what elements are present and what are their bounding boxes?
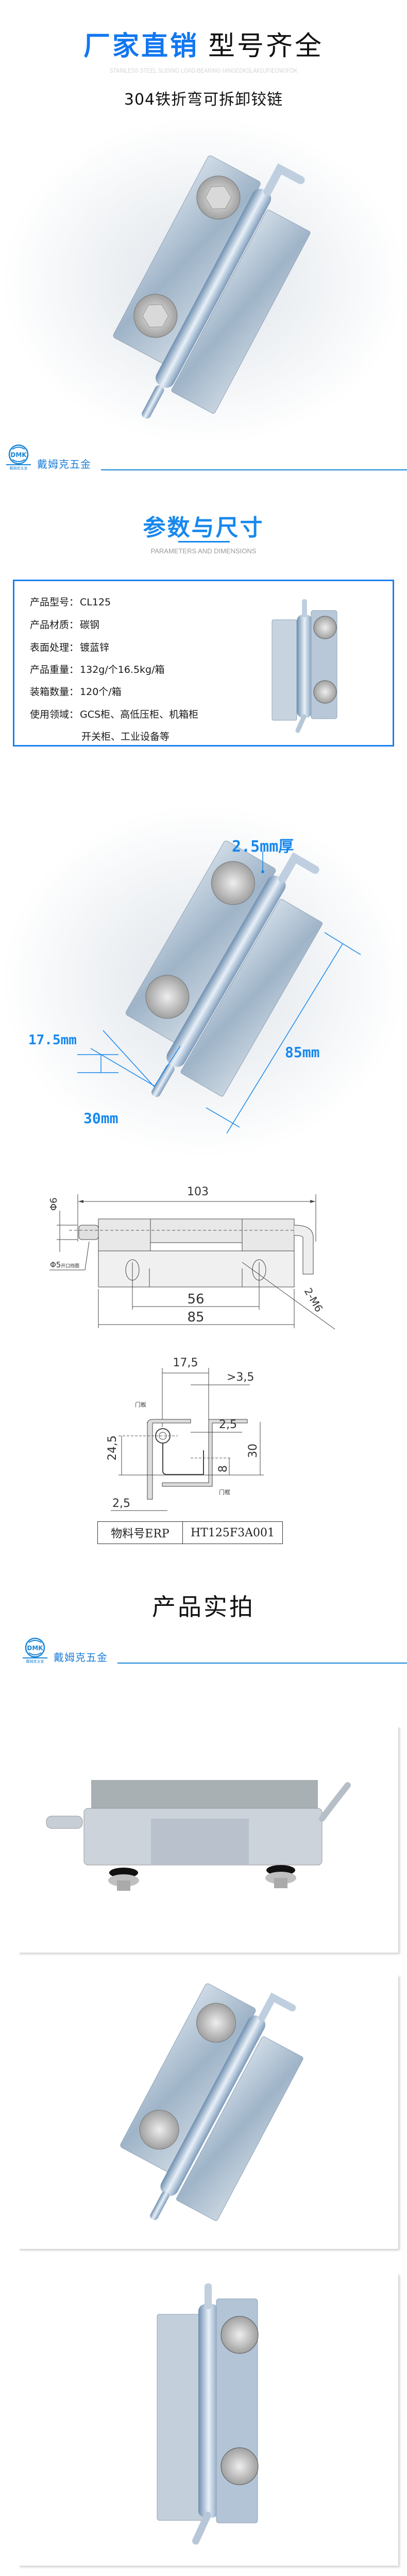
- brand-name: 戴姆克五金: [54, 1651, 108, 1664]
- svg-text:门框: 门框: [219, 1488, 230, 1496]
- technical-drawing: 103 Φ6 Φ5 开口挡圈 56 85 2-M6 17,5 >3,5 门板 门…: [48, 1185, 335, 1511]
- svg-text:24,5: 24,5: [106, 1435, 119, 1461]
- dim-height-label: 17.5mm: [28, 1032, 77, 1048]
- erp-value: HT125F3A001: [191, 1526, 275, 1539]
- param-hinge-image: [272, 599, 337, 733]
- erp-label: 物料号ERP: [98, 1522, 183, 1544]
- svg-text:2-M6: 2-M6: [302, 1286, 326, 1314]
- brand-name: 戴姆克五金: [37, 458, 91, 470]
- svg-text:Φ6: Φ6: [48, 1197, 59, 1211]
- svg-text:戴姆克五金: 戴姆克五金: [10, 466, 28, 470]
- svg-text:103: 103: [187, 1185, 209, 1198]
- dimension-product-image: [0, 804, 407, 1159]
- svg-text:2,5: 2,5: [219, 1418, 237, 1431]
- param-row-weight: 产品重量：132g/个16.5kg/箱: [30, 662, 165, 676]
- param-label: 产品型号：: [30, 597, 79, 608]
- photo-card-back-view: [18, 2273, 398, 2566]
- param-value: CL125: [80, 597, 111, 608]
- param-label: 装箱数量：: [30, 686, 79, 698]
- dmk-logo-icon: DMK 戴姆克五金: [5, 444, 32, 470]
- brand-divider: [117, 1663, 407, 1664]
- svg-text:>3,5: >3,5: [227, 1371, 254, 1384]
- svg-text:DMK: DMK: [27, 1645, 43, 1652]
- param-value: 开关柜、工业设备等: [81, 731, 170, 742]
- dmk-logo-icon: DMK 戴姆克五金: [22, 1637, 48, 1664]
- svg-text:85: 85: [187, 1310, 204, 1325]
- param-value: 镀蓝锌: [80, 642, 110, 653]
- hero-product-image: [0, 116, 407, 446]
- dim-thickness-label: 2.5mm厚: [232, 838, 294, 856]
- hero-english-tagline: STAINLESS STEEL SLIDING LOAD-BEARING HIN…: [109, 67, 298, 74]
- photo-card-side-view: [18, 1726, 398, 1953]
- params-box: 产品型号：CL125 产品材质：碳钢 表面处理：镀蓝锌 产品重量：132g/个1…: [13, 580, 394, 747]
- param-value: 碳钢: [80, 619, 100, 631]
- hinge-illustration-icon: [113, 155, 311, 419]
- svg-text:开口挡圈: 开口挡圈: [61, 1263, 79, 1269]
- hinge-dimension-illustration-icon: [77, 840, 361, 1134]
- brand-divider: [101, 469, 407, 470]
- photos-section-title: 产品实拍: [152, 1593, 255, 1621]
- param-label: 产品材质：: [30, 619, 79, 631]
- svg-text:8: 8: [217, 1465, 230, 1472]
- param-row-packing: 装箱数量：120个/箱: [30, 684, 122, 698]
- hinge-angled-photo: [120, 1983, 303, 2221]
- hero-subtitle: 304铁折弯可拆卸铰链: [124, 91, 283, 109]
- param-label: 使用领域：: [30, 709, 79, 720]
- params-section-subtitle: PARAMETERS AND DIMENSIONS: [150, 547, 257, 555]
- params-title-underline: [178, 541, 230, 543]
- hero-title-highlight: 厂家直销: [83, 31, 199, 62]
- param-row-model: 产品型号：CL125: [30, 595, 111, 608]
- param-value: 132g/个16.5kg/箱: [80, 664, 165, 675]
- brand-bar: DMK 戴姆克五金 戴姆克五金: [5, 444, 91, 470]
- svg-text:56: 56: [187, 1292, 204, 1307]
- hero-title: 厂家直销型号齐全: [0, 30, 407, 63]
- param-row-material: 产品材质：碳钢: [30, 617, 99, 631]
- param-row-usage-cont: 开关柜、工业设备等: [80, 729, 169, 743]
- svg-text:DMK: DMK: [10, 451, 27, 459]
- brand-bar: DMK 戴姆克五金 戴姆克五金: [22, 1637, 108, 1664]
- svg-text:Φ5: Φ5: [50, 1260, 61, 1269]
- param-row-finish: 表面处理：镀蓝锌: [30, 640, 109, 654]
- svg-text:30: 30: [247, 1444, 260, 1458]
- param-row-usage: 使用领域：GCS柜、高低压柜、机箱柜: [30, 707, 198, 721]
- hinge-back-photo: [157, 2283, 259, 2545]
- photo-card-angled-view: [18, 1975, 398, 2249]
- hero-title-rest: 型号齐全: [208, 31, 324, 62]
- params-section-title: 参数与尺寸: [143, 515, 264, 541]
- svg-text:门板: 门板: [135, 1401, 146, 1408]
- hinge-side-photo: [46, 1780, 351, 1891]
- param-value: GCS柜、高低压柜、机箱柜: [80, 709, 199, 720]
- param-label: 产品重量：: [30, 664, 79, 675]
- svg-text:2,5: 2,5: [112, 1497, 130, 1510]
- svg-text:17,5: 17,5: [173, 1357, 198, 1369]
- param-label: 表面处理：: [30, 642, 79, 653]
- param-value: 120个/箱: [80, 686, 122, 698]
- dim-length-label: 85mm: [285, 1044, 320, 1061]
- dim-width-label: 30mm: [83, 1110, 118, 1127]
- svg-text:戴姆克五金: 戴姆克五金: [26, 1659, 44, 1663]
- erp-table: 物料号ERP HT125F3A001: [97, 1521, 283, 1544]
